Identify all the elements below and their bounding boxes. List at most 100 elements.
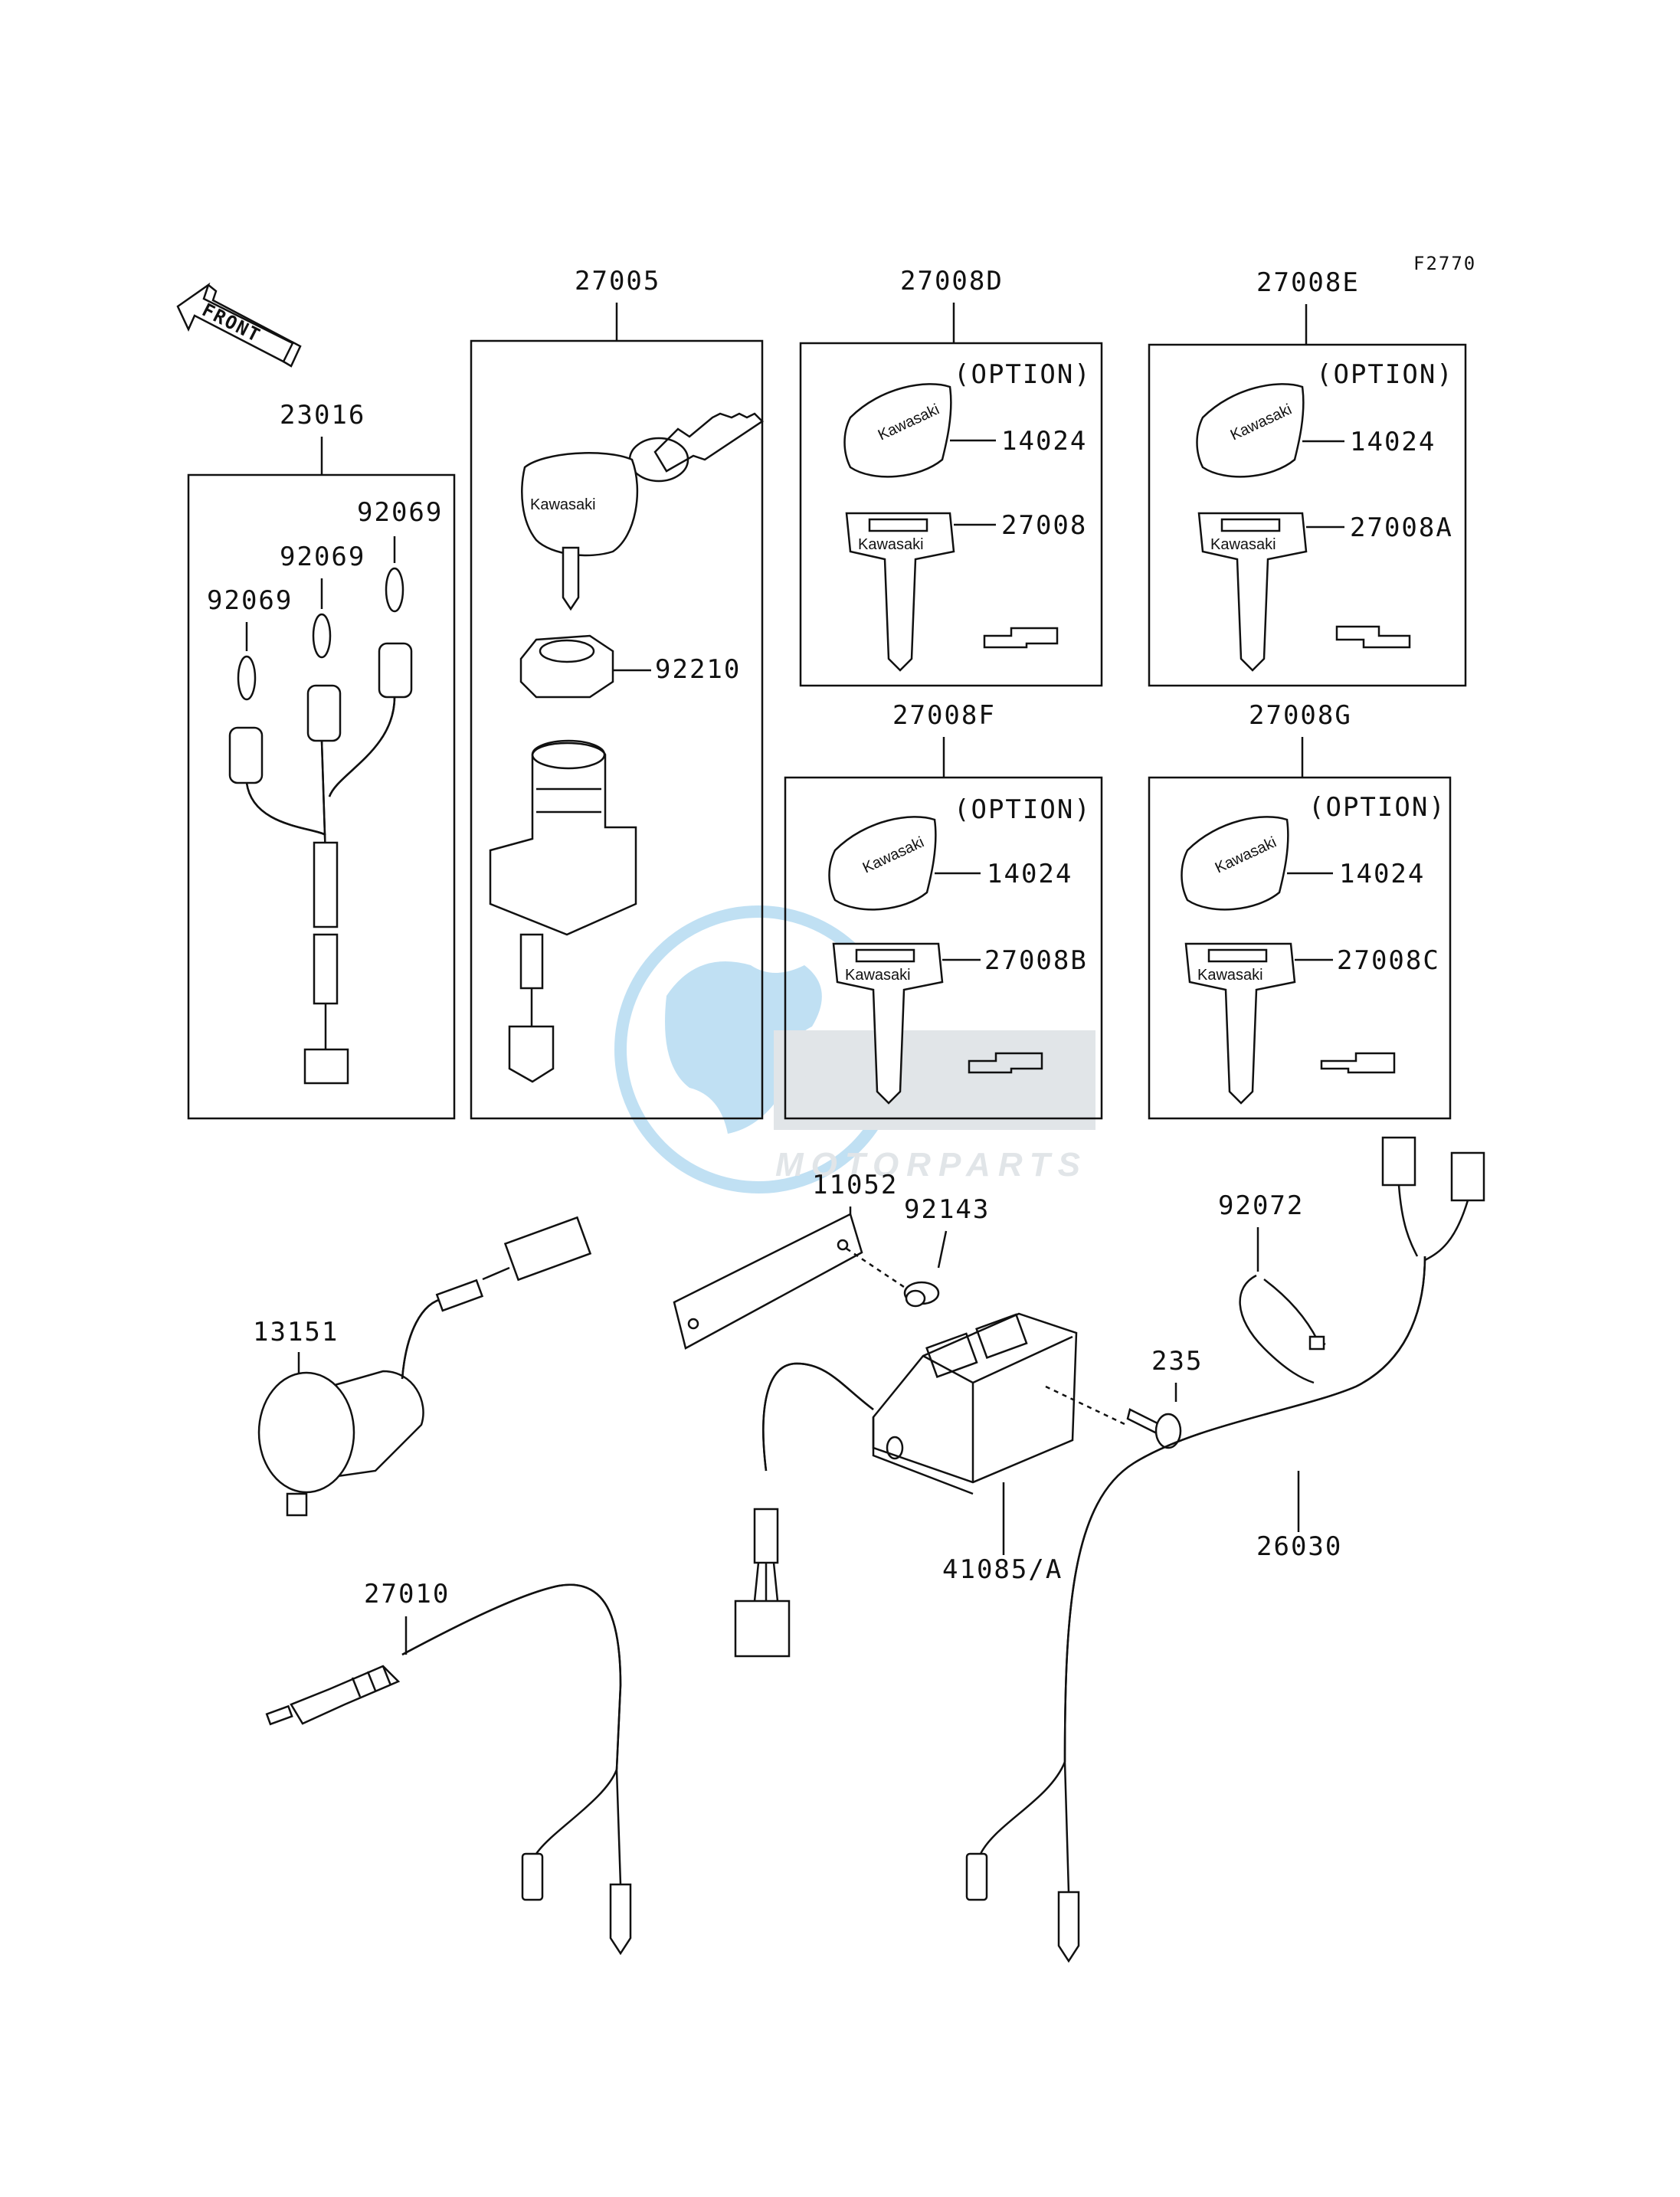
- connector-icon: [503, 1216, 592, 1282]
- bulb-icon: [312, 613, 332, 659]
- bulb-icon: [237, 655, 257, 701]
- callout-92069-a: 92069: [357, 497, 443, 528]
- option-label-e: (OPTION): [1316, 359, 1454, 390]
- key-cap-icon: [828, 816, 937, 911]
- callout-27008b: 27008B: [984, 945, 1088, 976]
- key-blank-icon: [845, 512, 955, 672]
- terminal-icon: [1057, 1891, 1080, 1963]
- key-blank-icon: [1197, 512, 1308, 672]
- key-set-27008d-group: 27008D (OPTION) Kawasaki 14024 Kawasaki …: [799, 266, 1103, 687]
- callout-27008f: 27008F: [892, 700, 996, 731]
- callout-27008: 27008: [1001, 510, 1087, 541]
- key-profile-icon: [1320, 1052, 1396, 1074]
- ignition-switch-27005-group: 27005 Kawasaki 92210: [470, 266, 764, 1120]
- nut-icon: [519, 634, 614, 699]
- callout-92072: 92072: [1218, 1190, 1304, 1221]
- key-set-27008e-group: 27008E (OPTION) Kawasaki 14024 Kawasaki …: [1148, 267, 1467, 687]
- watermark-logo: OSM: [781, 1018, 1046, 1147]
- harness-sheath: [313, 841, 339, 928]
- key-profile-icon: [1335, 625, 1411, 649]
- callout-11052: 11052: [812, 1170, 898, 1200]
- switch-27010: 27010: [265, 1579, 632, 1956]
- grommet-92143: 92143: [846, 1194, 990, 1308]
- option-label-g: (OPTION): [1308, 792, 1446, 823]
- terminal-icon: [965, 1852, 988, 1901]
- key-cap-icon: [843, 383, 952, 478]
- front-arrow-label: FRONT: [198, 299, 264, 346]
- callout-92069-c: 92069: [207, 585, 293, 616]
- key-blank-icon: [1184, 942, 1296, 1105]
- front-arrow-icon: [176, 282, 294, 363]
- key-profile-icon: [983, 627, 1059, 649]
- plunger-icon: [290, 1665, 401, 1725]
- connector-icon: [734, 1599, 791, 1658]
- terminal-icon: [609, 1883, 632, 1956]
- bolt-235: 235: [1126, 1346, 1203, 1449]
- callout-14024-d: 14024: [1001, 426, 1087, 457]
- harness-23016-group: 23016 92069 92069 92069: [187, 400, 456, 1120]
- indicator-13151: 13151: [253, 1216, 592, 1517]
- key-set-27008g-group: 27008G (OPTION) Kawasaki 14024 Kawasaki …: [1148, 700, 1452, 1120]
- harness-cable: [1063, 1256, 1426, 1763]
- group-box-23016: [187, 473, 456, 1120]
- switch-body-icon: [489, 742, 637, 936]
- callout-27008a: 27008A: [1350, 512, 1453, 543]
- group-box-27008e: [1148, 343, 1467, 687]
- watermark: OSM MOTORPARTS: [614, 905, 1095, 1193]
- watermark-bar: [774, 1030, 1095, 1130]
- callout-27008g: 27008G: [1249, 700, 1352, 731]
- key-cap-icon: [1196, 383, 1305, 478]
- callout-92143: 92143: [904, 1194, 990, 1225]
- callout-13151: 13151: [253, 1317, 339, 1347]
- callout-14024-f: 14024: [987, 859, 1073, 889]
- key-cap-icon: [521, 452, 639, 557]
- callout-27008d: 27008D: [900, 266, 1004, 296]
- connector-icon: [303, 1048, 349, 1085]
- watermark-subtitle: MOTORPARTS: [775, 1146, 1088, 1184]
- group-box-27008f: [784, 776, 1103, 1120]
- callout-14024-g: 14024: [1339, 859, 1425, 889]
- bulb-icon: [385, 567, 404, 613]
- socket-icon: [306, 684, 342, 742]
- connector-icon: [508, 1025, 555, 1083]
- group-box-27008d: [799, 342, 1103, 687]
- key-icon: [653, 412, 764, 473]
- brand-label: Kawasaki: [1210, 536, 1276, 553]
- key-profile-icon: [968, 1052, 1043, 1074]
- brand-label: Kawasaki: [858, 536, 924, 553]
- group-box-27008g: [1148, 776, 1452, 1120]
- option-label-d: (OPTION): [954, 359, 1092, 390]
- key-cap-icon: [1181, 816, 1289, 911]
- terminal-icon: [521, 1852, 544, 1901]
- harness-sheath: [313, 933, 339, 1005]
- key-blank-icon: [832, 942, 944, 1105]
- callout-27005: 27005: [575, 266, 660, 296]
- unit-body-icon: [872, 1312, 1078, 1484]
- connector-icon: [1381, 1136, 1416, 1187]
- callout-92210: 92210: [655, 654, 741, 685]
- plate-icon: [673, 1213, 863, 1350]
- socket-icon: [378, 642, 413, 699]
- front-arrow: FRONT: [176, 282, 302, 368]
- figure-code: F2770: [1413, 253, 1476, 274]
- clamp-92072: 92072: [1218, 1190, 1326, 1384]
- option-label-f: (OPTION): [954, 794, 1092, 825]
- brand-label: Kawasaki: [1197, 967, 1263, 984]
- brand-label: Kawasaki: [845, 967, 911, 984]
- indicator-lens-icon: [257, 1371, 355, 1494]
- brand-label: Kawasaki: [530, 496, 596, 513]
- callout-27008c: 27008C: [1337, 945, 1440, 976]
- callout-26030: 26030: [1256, 1531, 1342, 1562]
- cable-tie-icon: [1239, 1274, 1326, 1384]
- switch-cable: [401, 1583, 622, 1770]
- group-box-27005: [470, 339, 764, 1120]
- callout-235: 235: [1151, 1346, 1203, 1377]
- callout-14024-e: 14024: [1350, 427, 1436, 457]
- callout-92069-b: 92069: [280, 542, 365, 572]
- unit-41085a: 41085/A: [734, 1312, 1127, 1658]
- plate-11052: 11052: [673, 1170, 898, 1350]
- callout-27010: 27010: [364, 1579, 450, 1609]
- harness-26030: 26030: [965, 1136, 1485, 1963]
- socket-icon: [228, 726, 264, 784]
